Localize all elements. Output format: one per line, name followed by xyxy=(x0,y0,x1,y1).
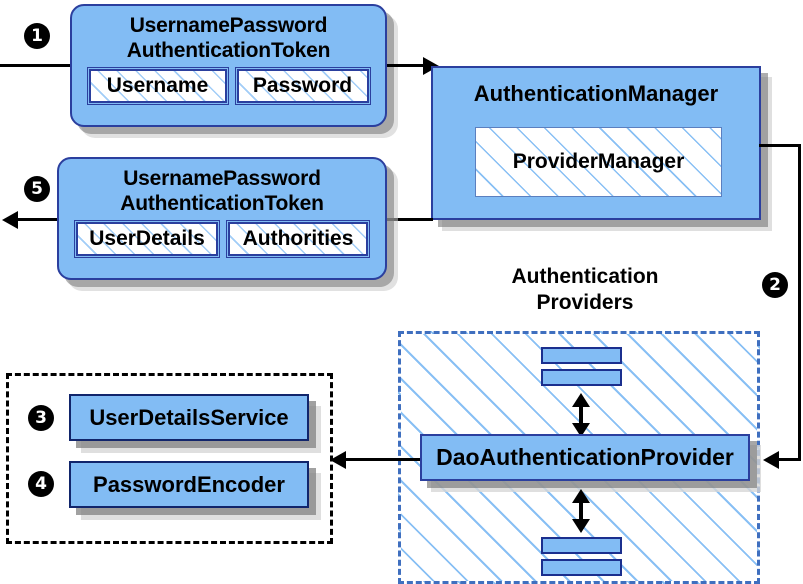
authentication-manager-box[interactable]: AuthenticationManager ProviderManager xyxy=(431,66,761,220)
provider-slot-top-bar-2[interactable] xyxy=(541,369,622,386)
step-badge-3: 3 xyxy=(28,405,54,431)
provider-to-services-arrowhead xyxy=(330,451,346,469)
provider-to-services-line xyxy=(346,458,420,461)
request-token-slots: Username Password xyxy=(72,67,385,105)
provider-link-top-stem xyxy=(579,400,583,426)
username-password-authentication-token-response[interactable]: UsernamePassword AuthenticationToken Use… xyxy=(57,157,387,280)
authentication-providers-title: Authentication Providers xyxy=(460,264,710,316)
step-badge-5: 5 xyxy=(24,176,50,202)
providers-title-line2: Providers xyxy=(536,291,634,314)
manager-to-response-token-line xyxy=(387,218,433,221)
incoming-request-line xyxy=(0,64,72,67)
step-badge-2: 2 xyxy=(762,272,788,298)
providers-entry-arrowhead xyxy=(763,451,779,469)
provider-link-bottom-stem xyxy=(579,496,583,522)
slot-user-details[interactable]: UserDetails xyxy=(74,220,220,258)
password-encoder-box[interactable]: PasswordEncoder xyxy=(69,461,309,508)
response-out-arrowhead xyxy=(2,211,18,229)
token-to-manager-line xyxy=(387,64,425,67)
provider-slot-bottom-bar-2[interactable] xyxy=(541,559,622,576)
dao-authentication-provider-box[interactable]: DaoAuthenticationProvider xyxy=(420,434,750,481)
response-token-slots: UserDetails Authorities xyxy=(59,220,385,258)
response-token-title-line2: AuthenticationToken xyxy=(120,192,324,215)
providers-title-line1: Authentication xyxy=(511,265,659,288)
username-password-authentication-token-request[interactable]: UsernamePassword AuthenticationToken Use… xyxy=(70,4,387,127)
request-token-title-line1: UsernamePassword xyxy=(129,14,328,37)
provider-slot-top-bar-1[interactable] xyxy=(541,347,622,364)
provider-link-bottom-arrow-down xyxy=(572,519,590,533)
manager-to-providers-vertical-line xyxy=(798,144,801,459)
slot-password[interactable]: Password xyxy=(234,67,371,105)
user-details-service-box[interactable]: UserDetailsService xyxy=(69,394,309,441)
response-out-line xyxy=(18,218,72,221)
manager-to-providers-top-line xyxy=(759,144,801,147)
provider-slot-bottom-bar-1[interactable] xyxy=(541,537,622,554)
manager-to-providers-bottom-line xyxy=(779,458,801,461)
provider-link-top-arrow-down xyxy=(572,423,590,437)
provider-manager-box[interactable]: ProviderManager xyxy=(475,127,722,197)
slot-authorities[interactable]: Authorities xyxy=(226,220,370,258)
step-badge-4: 4 xyxy=(28,471,54,497)
step-badge-1: 1 xyxy=(24,23,50,49)
slot-username[interactable]: Username xyxy=(86,67,229,105)
response-token-title-line1: UsernamePassword xyxy=(123,167,321,190)
request-token-title-line2: AuthenticationToken xyxy=(126,39,331,62)
authentication-manager-title: AuthenticationManager xyxy=(473,81,719,106)
